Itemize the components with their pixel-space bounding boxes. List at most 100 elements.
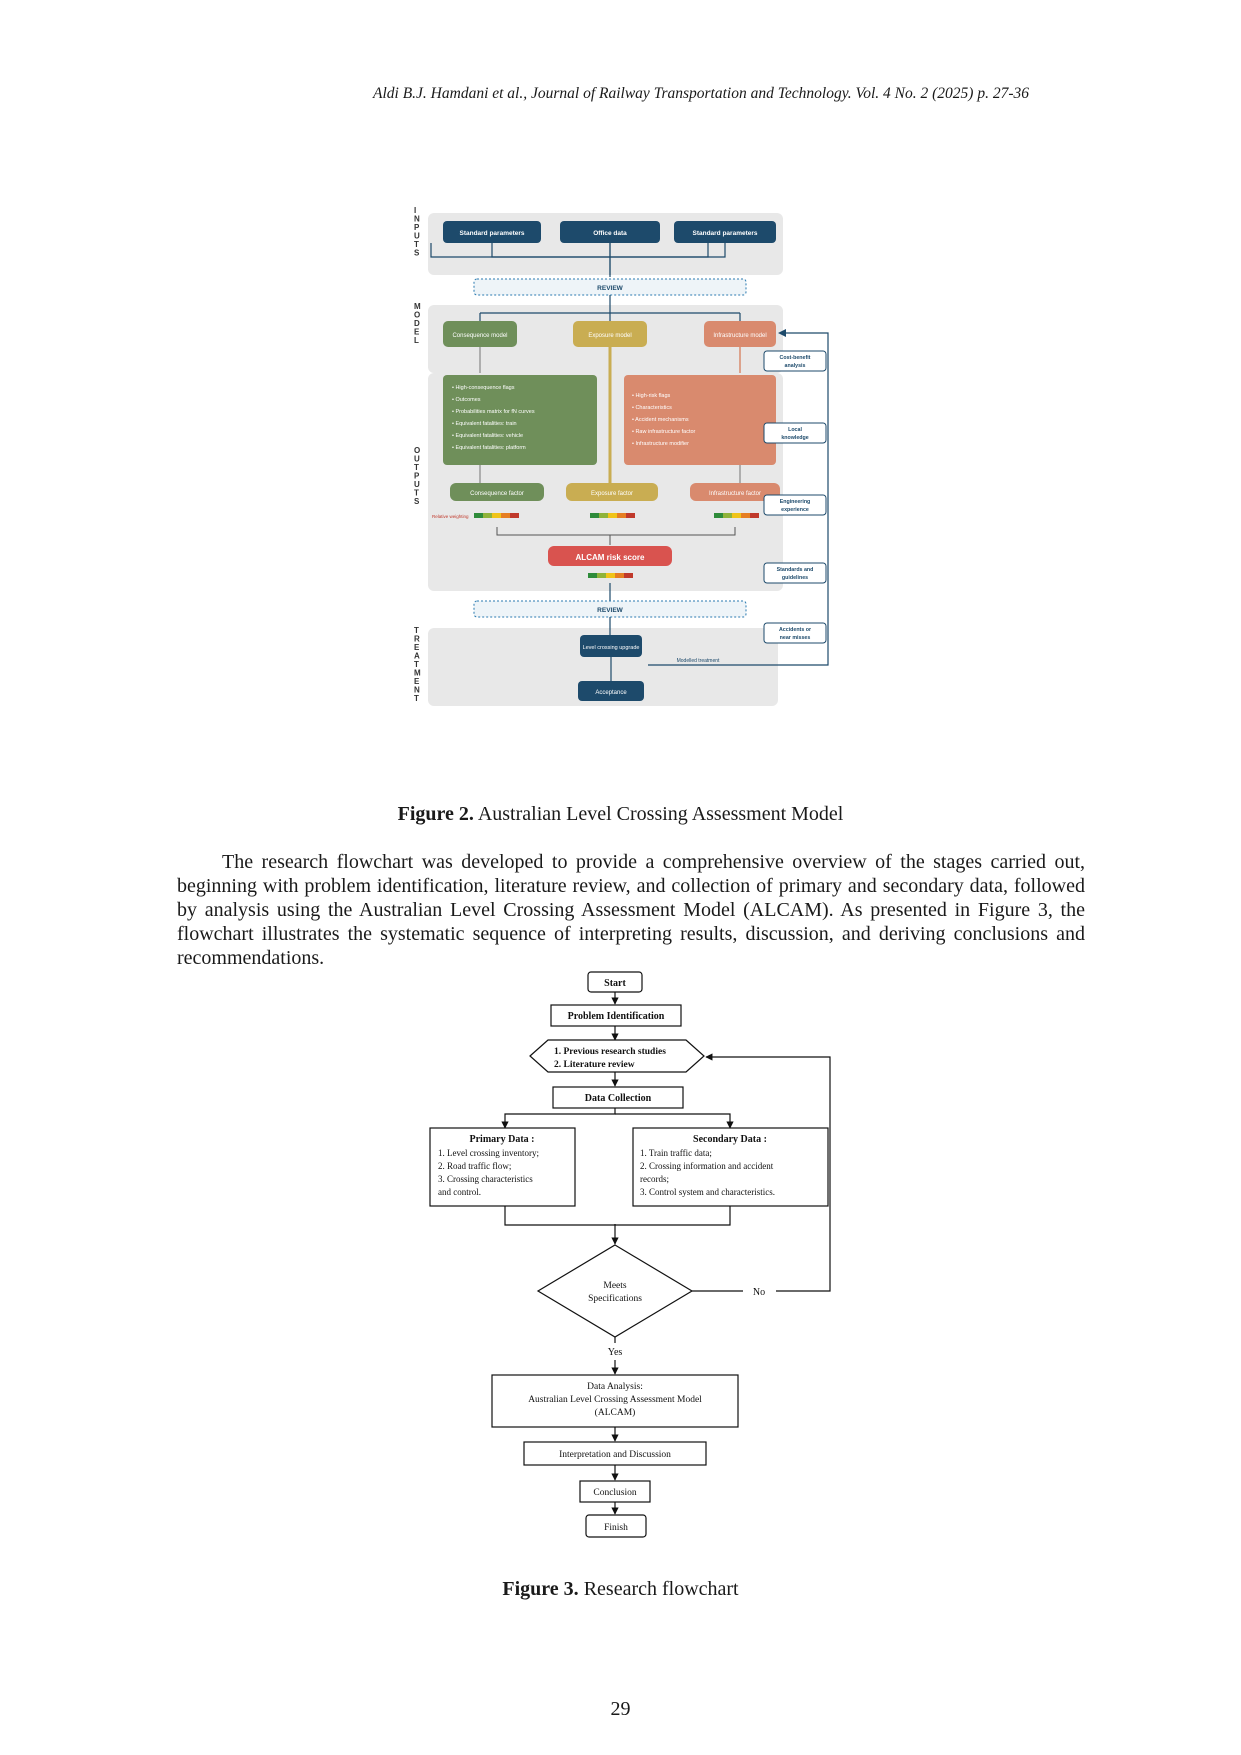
svg-text:near misses: near misses <box>780 635 811 641</box>
svg-text:Standards and: Standards and <box>777 567 814 573</box>
consequence-outputs-box <box>443 375 597 465</box>
infrastructure-outputs-box <box>624 375 776 465</box>
level-crossing-upgrade-box <box>580 635 642 657</box>
weighting-segment <box>608 513 617 518</box>
feedback-box: Cost-benefit analysis <box>763 350 827 372</box>
primary-data-items: 1. Level crossing inventory;2. Road traf… <box>438 1148 539 1197</box>
side-letter: E <box>414 643 420 652</box>
infrastructure-item: • Infrastructure modifier <box>632 441 689 447</box>
weighting-segment <box>597 573 606 578</box>
yes-label: Yes <box>608 1347 623 1358</box>
infrastructure-item: • Raw infrastructure factor <box>632 429 696 435</box>
figure-3-research-flowchart: Start Problem Identification 1. Previous… <box>418 968 858 1576</box>
side-letter: O <box>414 311 420 320</box>
side-letter: S <box>414 249 420 258</box>
interpretation-label: Interpretation and Discussion <box>559 1450 671 1460</box>
svg-text:Engineering: Engineering <box>780 499 811 505</box>
weighting-segment <box>615 573 624 578</box>
consequence-item: • Equivalent fatalities: train <box>452 421 517 427</box>
infrastructure-items: • High-risk flags• Characteristics• Acci… <box>632 393 696 447</box>
primary-data-box <box>429 1127 576 1207</box>
data-analysis-box <box>491 1374 739 1428</box>
side-letter: T <box>414 694 419 703</box>
weighting-segment <box>599 513 608 518</box>
infrastructure-item: • Characteristics <box>632 405 672 411</box>
weighting-segment <box>590 513 599 518</box>
svg-text:Accidents or: Accidents or <box>779 627 811 633</box>
review-label-2: REVIEW <box>597 607 624 614</box>
side-letter: R <box>414 635 420 644</box>
alcam-risk-score-box <box>548 546 672 566</box>
exposure-model-label: Exposure model <box>588 333 631 339</box>
side-letter: M <box>414 669 421 678</box>
no-label: No <box>753 1287 765 1298</box>
analysis-line-3: (ALCAM) <box>595 1407 636 1418</box>
primary-data-item: 2. Road traffic flow; <box>438 1161 511 1171</box>
secondary-data-item: records; <box>640 1174 669 1184</box>
secondary-data-items: 1. Train traffic data;2. Crossing inform… <box>640 1148 775 1197</box>
side-letter: E <box>414 328 420 337</box>
side-letter: U <box>414 232 420 241</box>
side-letter: M <box>414 302 421 311</box>
start-label: Start <box>604 978 626 989</box>
infrastructure-factor-box <box>690 483 780 501</box>
svg-text:Local: Local <box>788 427 802 433</box>
input-label-2: Office data <box>593 230 627 237</box>
weighting-segment <box>741 513 750 518</box>
data-collection-label: Data Collection <box>585 1093 652 1104</box>
page-number: 29 <box>610 1698 631 1720</box>
consequence-items: • High-consequence flags• Outcomes• Prob… <box>452 385 535 451</box>
secondary-data-box <box>632 1127 829 1207</box>
literature-hexagon <box>529 1039 705 1073</box>
input-label-1: Standard parameters <box>459 230 524 237</box>
primary-data-item: and control. <box>438 1187 481 1197</box>
review-box-2 <box>473 600 747 618</box>
modelled-treatment-label: Modelled treatment <box>677 658 720 664</box>
svg-text:Cost-benefit: Cost-benefit <box>780 355 811 361</box>
consequence-item: • Outcomes <box>452 397 481 403</box>
acceptance-box <box>578 681 644 701</box>
weighting-segment <box>626 513 635 518</box>
input-label-3: Standard parameters <box>692 230 757 237</box>
consequence-item: • Equivalent fatalities: platform <box>452 445 526 451</box>
infrastructure-item: • Accident mechanisms <box>632 417 689 423</box>
problem-identification-box <box>550 1004 682 1027</box>
side-letter: D <box>414 319 420 328</box>
feedback-box: Engineering experience <box>763 494 827 516</box>
side-letter: L <box>414 336 419 345</box>
weighting-segment <box>588 573 597 578</box>
side-letter: P <box>414 472 420 481</box>
input-box-1 <box>443 221 541 243</box>
primary-data-title: Primary Data : <box>470 1134 535 1145</box>
running-head: Aldi B.J. Hamdani et al., Journal of Rai… <box>373 85 1030 102</box>
svg-text:analysis: analysis <box>785 363 806 369</box>
weighting-segment <box>723 513 732 518</box>
consequence-item: • High-consequence flags <box>452 385 515 391</box>
alcam-risk-score-label: ALCAM risk score <box>576 553 645 562</box>
relative-weighting-label: Relative weighting <box>432 514 469 519</box>
consequence-factor-box <box>450 483 544 501</box>
svg-text:experience: experience <box>781 507 809 513</box>
input-box-3 <box>674 221 776 243</box>
weighting-segment <box>474 513 483 518</box>
weighting-segment <box>732 513 741 518</box>
side-letter: T <box>414 240 419 249</box>
problem-identification-label: Problem Identification <box>568 1011 665 1022</box>
side-letter: T <box>414 463 419 472</box>
review-box-1 <box>473 278 747 296</box>
weighting-segment <box>750 513 759 518</box>
body-paragraph: The research flowchart was developed to … <box>177 851 1085 969</box>
literature-item-1: 1. Previous research studies <box>554 1047 666 1057</box>
side-letter: U <box>414 455 420 464</box>
finish-box <box>585 1514 647 1538</box>
side-letter: S <box>414 497 420 506</box>
secondary-data-item: 3. Control system and characteristics. <box>640 1187 775 1197</box>
data-collection-box <box>552 1086 684 1109</box>
